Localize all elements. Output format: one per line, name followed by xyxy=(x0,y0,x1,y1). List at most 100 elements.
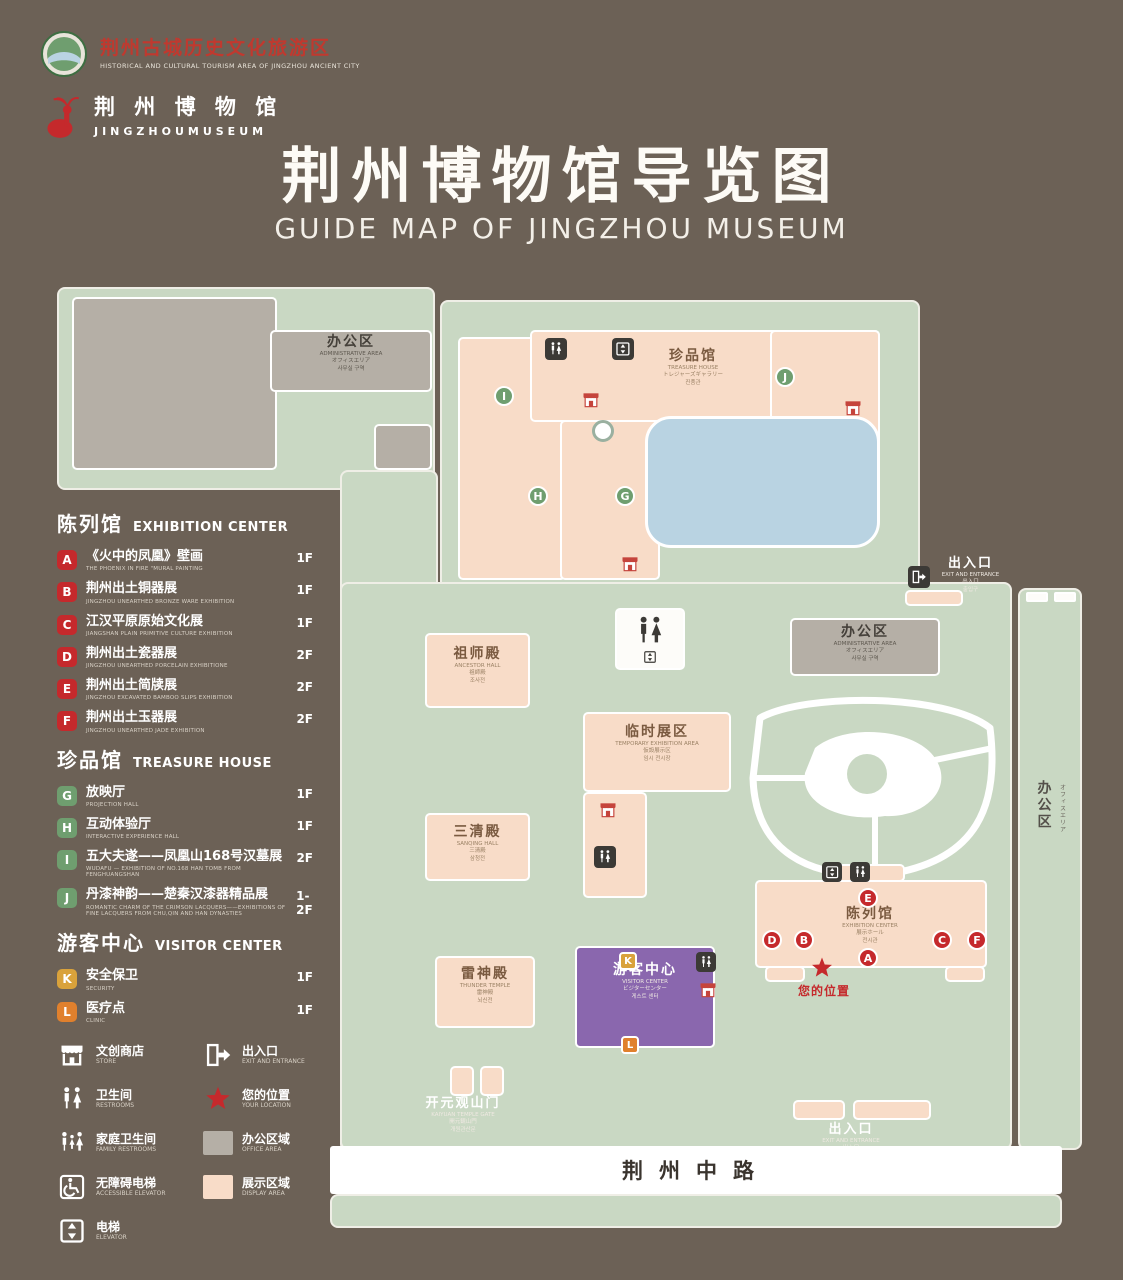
floor-label: 1F xyxy=(296,786,313,801)
restroom-icon xyxy=(850,862,870,882)
ground-right-strip xyxy=(1018,588,1082,1150)
store-icon xyxy=(598,800,618,820)
building-ancestor-hall xyxy=(425,633,530,708)
office-area-swatch xyxy=(203,1130,233,1155)
restroom-icon xyxy=(594,846,616,868)
strip-structure xyxy=(1054,592,1076,602)
strip-structure xyxy=(1026,592,1048,602)
legend-key-badge: C xyxy=(57,614,77,635)
building-admin-right xyxy=(790,618,940,676)
location-star-icon xyxy=(204,1085,232,1113)
legend-key-badge: D xyxy=(57,646,77,667)
map-marker-d: D xyxy=(762,930,782,950)
page-subtitle: GUIDE MAP OF JINGZHOU MUSEUM xyxy=(274,212,849,245)
building-exit-right-gate xyxy=(905,590,963,606)
display-area-swatch xyxy=(203,1174,233,1199)
legend-key-badge: G xyxy=(57,785,77,806)
map-marker-a: A xyxy=(858,948,878,968)
museum-title: 荆 州 博 物 馆 xyxy=(94,95,283,120)
floor-label: 1F xyxy=(296,583,313,598)
building-thunder-temple xyxy=(435,956,535,1028)
building-exhibition-center-tab xyxy=(765,966,805,982)
floor-label: 1F xyxy=(296,1002,313,1017)
tourism-area-title: 荆州古城历史文化旅游区 xyxy=(100,36,332,59)
page-title: 荆州博物馆导览图 xyxy=(281,142,842,212)
store-icon xyxy=(581,390,601,410)
building-gate-tower xyxy=(450,1066,474,1096)
legend-key-badge: H xyxy=(57,817,77,838)
map-marker-i: I xyxy=(494,386,514,406)
map-marker-b: B xyxy=(794,930,814,950)
restroom-icon xyxy=(633,614,667,648)
building-visitor-center xyxy=(575,946,715,1048)
floor-label: 1F xyxy=(296,818,313,833)
legend-key-badge: E xyxy=(57,679,77,699)
restroom-icon xyxy=(696,952,716,972)
legend-heading-exhibition-center: 陈列馆 EXHIBITION CENTER xyxy=(57,512,289,536)
restroom-icon xyxy=(545,338,567,360)
family-restroom-icon xyxy=(58,1129,86,1157)
elevator-icon xyxy=(612,338,634,360)
map-marker-j: J xyxy=(775,367,795,387)
tourism-logo-icon xyxy=(41,31,87,77)
exit-entrance-icon xyxy=(908,566,930,588)
map-marker-g: G xyxy=(615,486,635,506)
floor-label: 2F xyxy=(296,647,313,662)
map-marker-f: F xyxy=(967,930,987,950)
legend-key-badge: B xyxy=(57,582,77,603)
map-marker-e: E xyxy=(858,888,878,908)
legend-key-badge: L xyxy=(57,1001,77,1022)
building-restrooms xyxy=(615,608,685,670)
map-marker-l: L xyxy=(621,1036,639,1054)
legend-key-badge: K xyxy=(57,969,77,990)
building-exhibition-center-tab xyxy=(945,966,985,982)
legend-heading-treasure-house: 珍品馆 TREASURE HOUSE xyxy=(57,747,272,772)
elevator-icon xyxy=(822,862,842,882)
building-exit-bottom-gate xyxy=(853,1100,931,1120)
legend-heading-visitor-center: 游客中心 VISITOR CENTER xyxy=(57,931,283,956)
garden-paths xyxy=(749,696,996,879)
building-admin-top-left-wing xyxy=(270,330,432,392)
store-icon xyxy=(620,554,640,574)
museum-logo: 荆 州 博 物 馆 JINGZHOUMUSEUM xyxy=(40,92,282,142)
legend-key-badge: F xyxy=(57,711,77,732)
road-jingzhou-middle: 荆州中路 xyxy=(330,1146,1062,1194)
map-marker-k: K xyxy=(619,952,637,970)
elevator-icon xyxy=(58,1217,86,1245)
label-admin-strip: 办公区 オフィスエリア xyxy=(1035,780,1066,833)
exit-entrance-icon xyxy=(204,1041,232,1069)
map-marker-c: C xyxy=(932,930,952,950)
floor-label: 2F xyxy=(296,712,313,727)
store-icon xyxy=(58,1041,86,1069)
building-admin-top-left xyxy=(72,297,277,470)
deer-logo-icon xyxy=(47,96,79,138)
tourism-area-subtitle: HISTORICAL AND CULTURAL TOURISM AREA OF … xyxy=(100,62,360,71)
building-exit-bottom-gate xyxy=(793,1100,845,1120)
floor-label: 1F xyxy=(296,615,313,630)
restroom-icon xyxy=(58,1085,86,1113)
fountain xyxy=(592,420,614,442)
building-gate-tower xyxy=(480,1066,504,1096)
floor-label: 1F xyxy=(296,551,313,565)
elevator-icon xyxy=(643,650,657,664)
store-icon xyxy=(843,398,863,418)
building-temporary-exhibition-wing xyxy=(583,792,647,898)
